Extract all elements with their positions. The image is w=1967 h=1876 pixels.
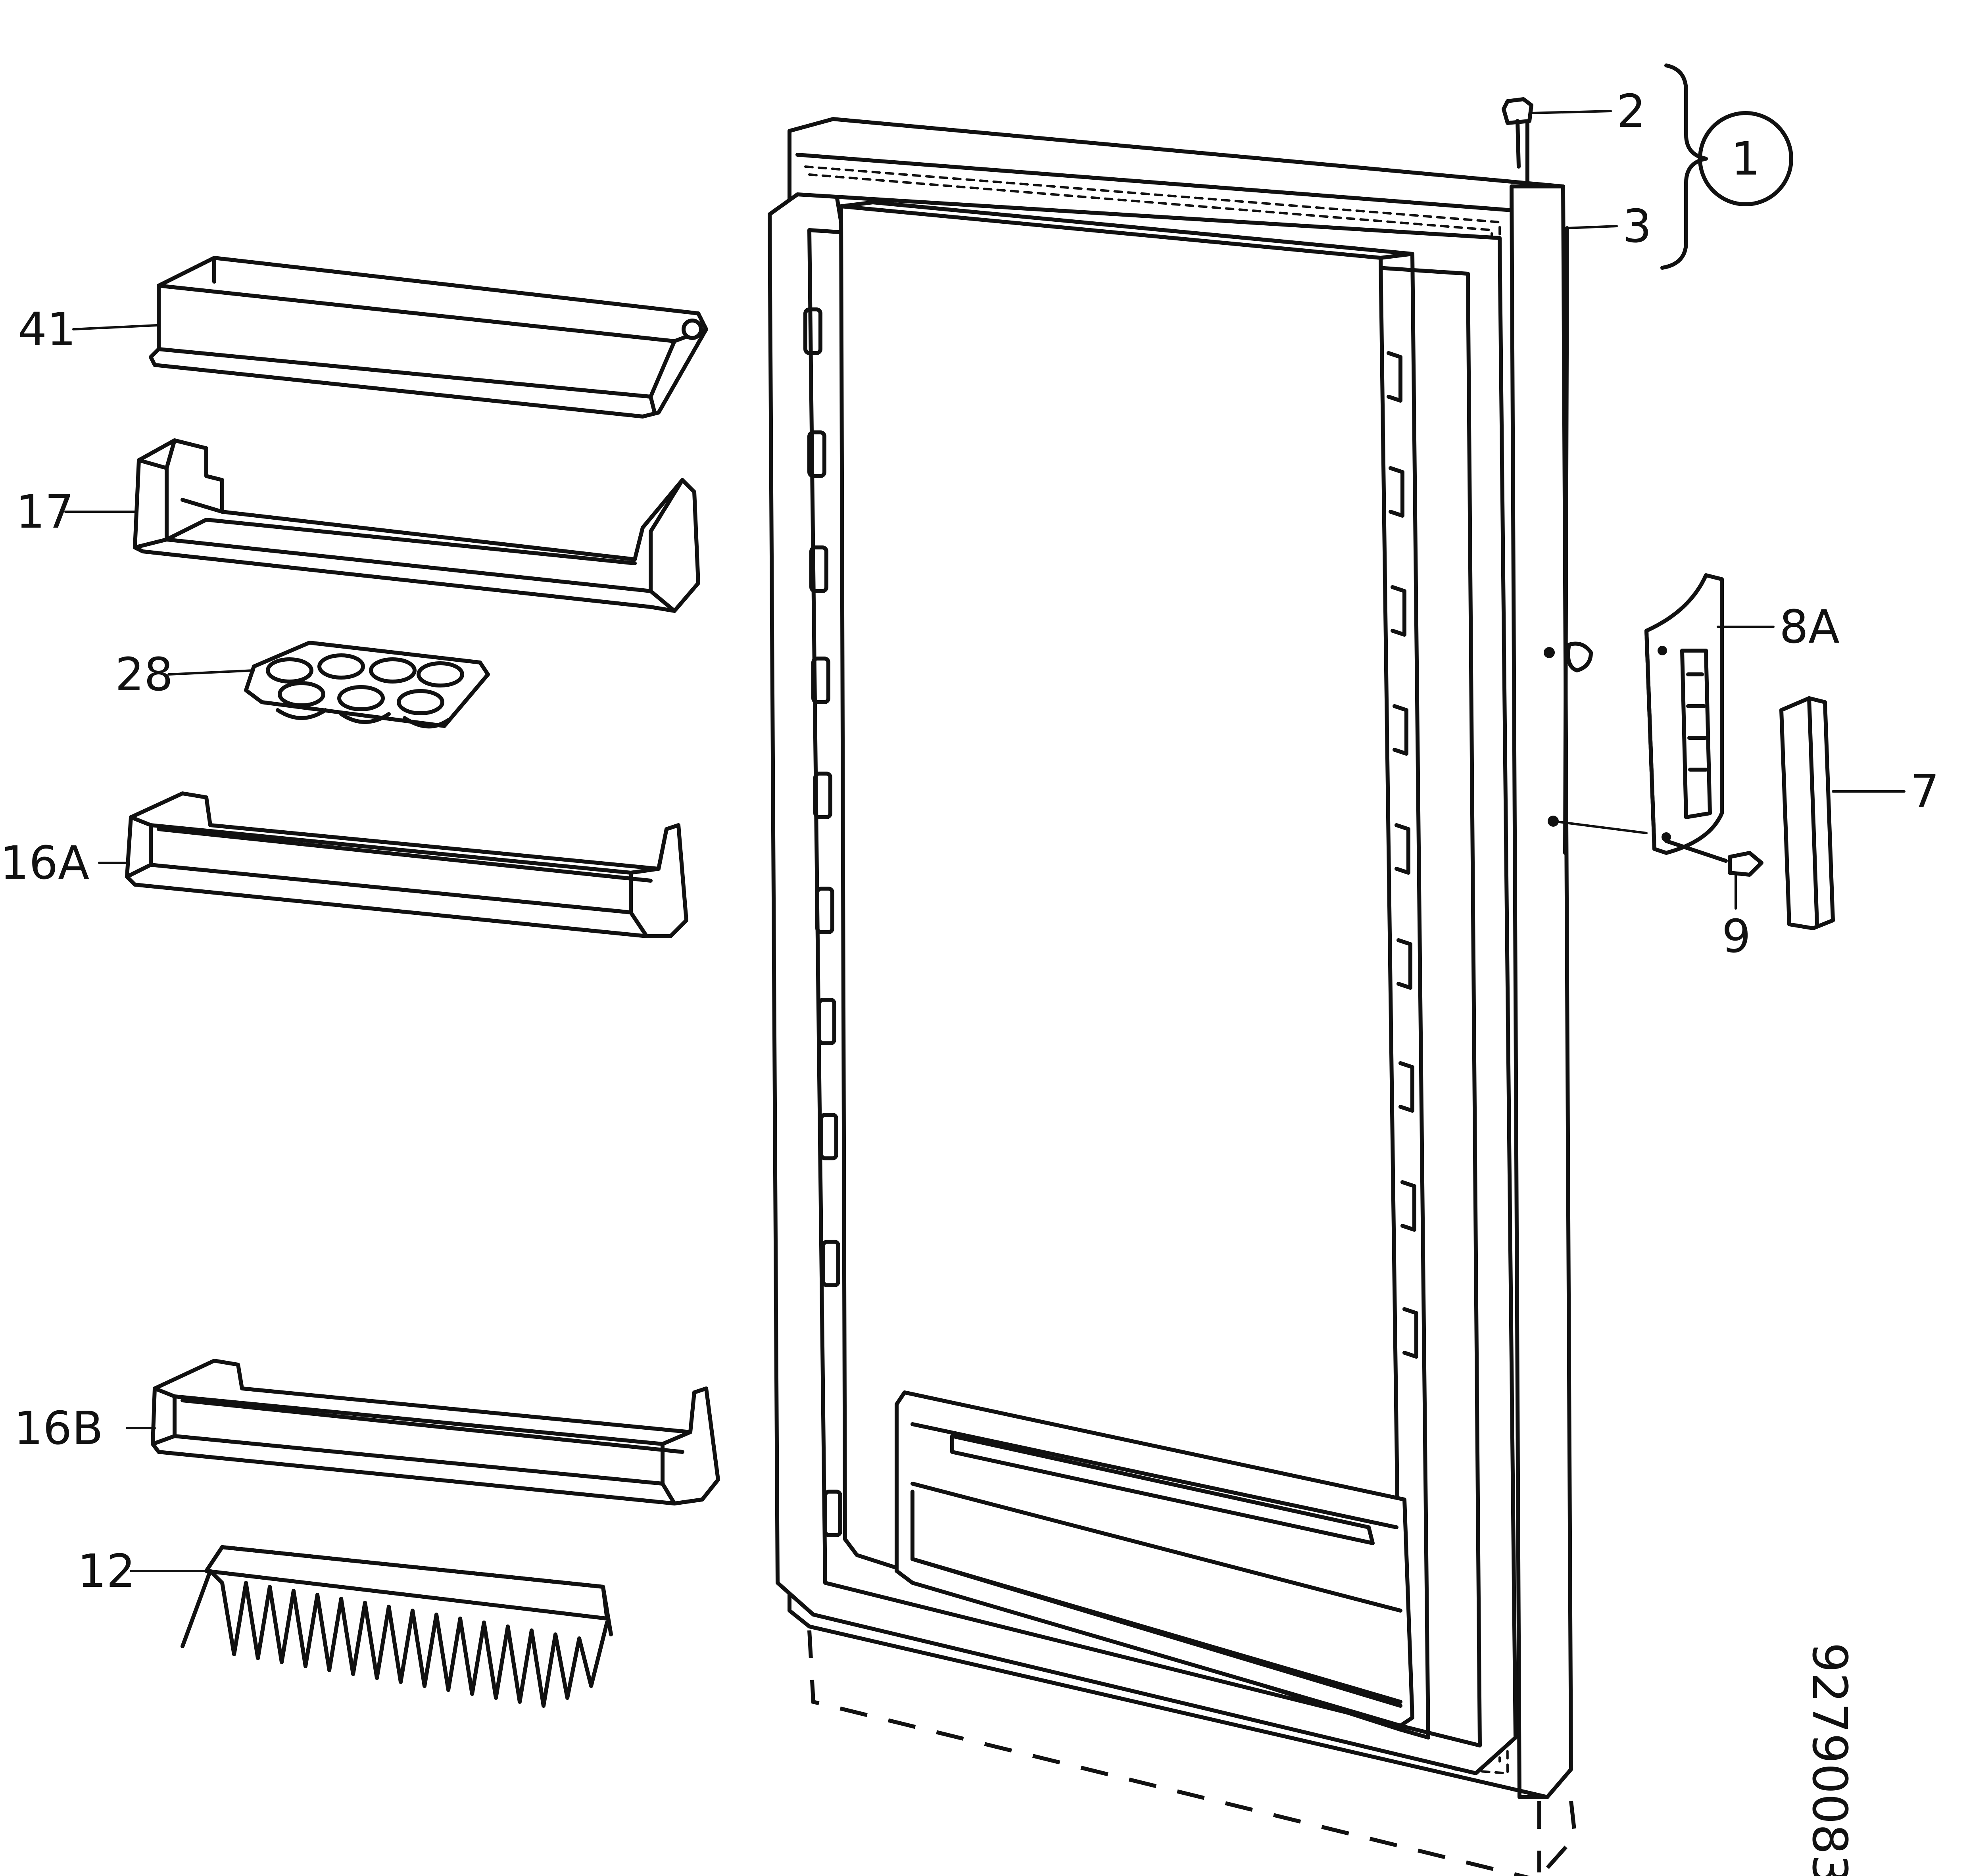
leader-28 xyxy=(167,669,255,676)
part-3-hinge-pin xyxy=(1563,226,1569,855)
part-2-screw xyxy=(1502,97,1533,169)
part-7-handle-trim xyxy=(1779,696,1835,930)
label-7: 7 xyxy=(1910,765,1939,818)
label-17: 17 xyxy=(16,486,74,539)
plug-cap xyxy=(1566,641,1593,672)
label-1: 1 xyxy=(1731,132,1760,186)
door-assembly xyxy=(768,117,1577,1876)
part-16b-door-shelf xyxy=(151,1359,720,1505)
label-12: 12 xyxy=(77,1545,135,1598)
part-17-door-shelf xyxy=(133,438,700,613)
callout-1-assembly: 1 xyxy=(1698,111,1793,206)
label-9: 9 xyxy=(1722,910,1751,963)
label-16a: 16A xyxy=(0,837,89,890)
part-28-egg-tray xyxy=(244,641,490,729)
leader-2 xyxy=(1530,110,1612,114)
label-8a: 8A xyxy=(1779,601,1840,654)
label-28: 28 xyxy=(115,648,173,701)
part-9-screw xyxy=(1664,839,1763,877)
group-brace xyxy=(1660,63,1708,270)
label-41: 41 xyxy=(18,303,76,356)
leader-hole-to-handle xyxy=(1552,820,1648,834)
drawing-code: 92790083 xyxy=(1802,1642,1857,1876)
part-12-wire-rack xyxy=(181,1545,613,1708)
fixing-hole-upper xyxy=(1544,647,1555,658)
part-8a-handle-bracket xyxy=(1644,573,1724,855)
part-16a-door-shelf xyxy=(125,791,688,938)
part-41-shelf-lid xyxy=(149,256,708,419)
label-2: 2 xyxy=(1617,85,1646,138)
leader-3 xyxy=(1566,225,1618,229)
label-16b: 16B xyxy=(14,1402,103,1455)
label-3: 3 xyxy=(1623,200,1652,253)
leader-41 xyxy=(72,324,158,330)
